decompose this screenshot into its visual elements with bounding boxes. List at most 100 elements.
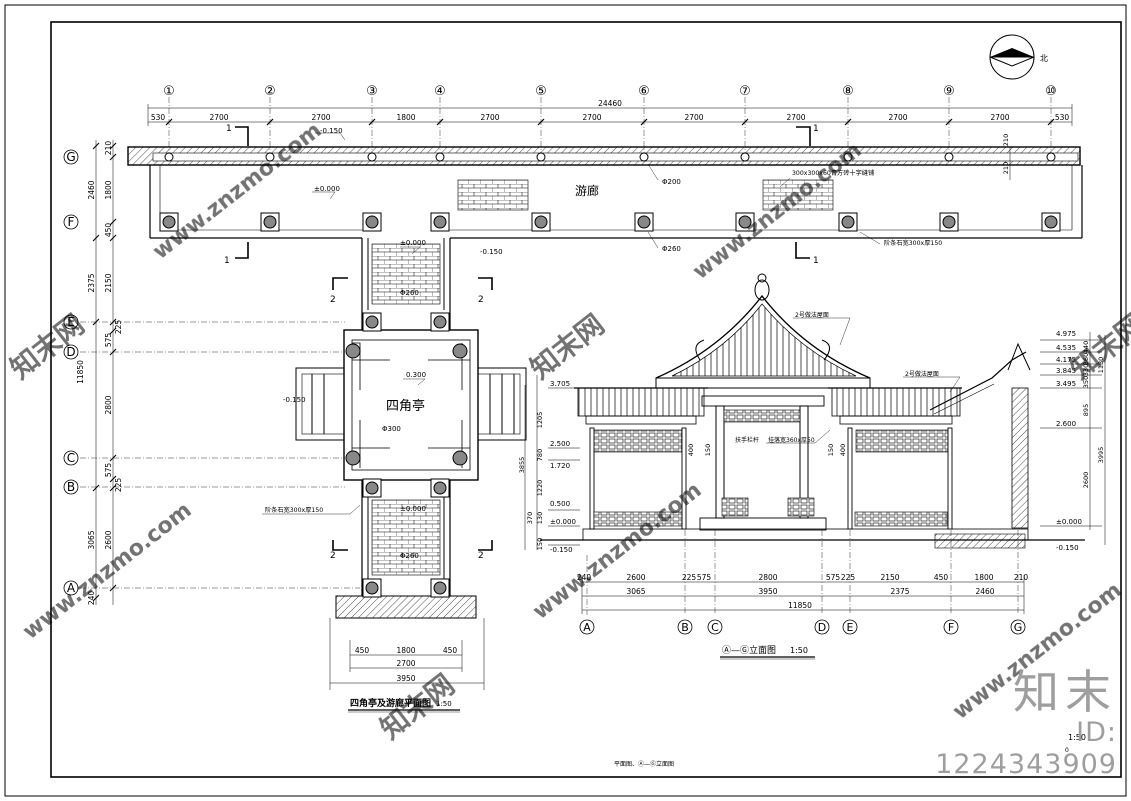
note: 300x300x60青方砖十字缝铺 [792,169,874,177]
level-tag: 2.600 [1056,420,1076,428]
dim: 1220 [536,480,544,497]
level-tag: 1.720 [550,462,570,470]
level-tag: ±0.000 [400,505,426,513]
axis-bubble: C [711,621,719,634]
dim: 1130 [1097,357,1105,374]
north-label: 北 [1040,54,1048,63]
axis-col-3: ③ [366,84,378,99]
axis-col-7: ⑦ [739,84,751,99]
axis-row-a: A [67,581,76,595]
section-mark: 2 [330,551,336,561]
axis-bubble: A [583,621,591,634]
column-row-f [159,212,1061,232]
annotation: 挂落宽360x厚50 [768,436,815,444]
dim: 1800 [974,573,993,582]
dim: 400 [687,444,695,456]
level-tag: ±0.000 [550,518,576,526]
level-tag: ±0.000 [1056,518,1082,526]
dim: 2700 [396,659,415,668]
dim: 450 [355,646,370,655]
dim: 3855 [518,457,526,474]
dim: 2375 [890,587,909,596]
level-tag: ±0.000 [400,239,426,247]
axis-col-9: ⑨ [943,84,955,99]
watermark-logo-large: 知末 [1013,665,1117,719]
dim: 575 [697,573,712,582]
dim: 2700 [209,113,228,122]
dim: 2600 [626,573,645,582]
note: 阶条石宽300x厚150 [884,239,942,247]
dim: 2600 [1082,472,1090,489]
dim: 3995 [1097,447,1105,464]
elevation-title: Ⓐ—Ⓖ立面图 [722,644,776,656]
north-arrow: 北 [989,34,1048,80]
watermark-id: ID: 1224343909 [935,717,1117,780]
dim: 1800 [396,646,415,655]
note: Φ260 [662,245,681,253]
dim: 1800 [396,113,415,122]
note: Φ300 [382,425,401,433]
level-tag: 4.175 [1056,356,1076,364]
dim: 2150 [104,273,113,292]
dim: 3065 [626,587,645,596]
corridor-label: 游廊 [575,183,599,198]
dim: 2700 [684,113,703,122]
dim: 895 [1082,404,1090,416]
dim: 225 [682,573,697,582]
watermark-logo: 知末网 [524,308,611,386]
dim: 2700 [786,113,805,122]
level-tag: 4.975 [1056,330,1076,338]
plan-title: 四角亭及游廊平面图 [350,697,431,709]
dim: 530 [1055,113,1070,122]
dim: 2150 [880,573,899,582]
level-tag: 3.705 [550,380,570,388]
axis-bubble: F [948,621,954,634]
dim: 2460 [87,180,96,199]
note: Φ200 [662,178,681,186]
note: 阶条石宽300x厚150 [265,506,323,514]
section-mark: 1 [813,256,819,266]
level-tag: 4.535 [1056,344,1076,352]
column-row-g [164,152,1056,162]
watermark-stamp: 知末 ID: 1224343909 [887,667,1117,781]
dim: 225 [114,478,123,493]
axis-row-c: C [67,451,75,465]
dim: 2700 [582,113,601,122]
dim: 3950 [396,674,415,683]
plan-scale: 1:50 [436,700,452,708]
column-pavilion [345,312,468,598]
dim: 11850 [788,601,812,610]
dim: 240 [87,591,96,606]
page-mark: 0 [1065,747,1069,754]
section-mark: 1 [813,124,819,134]
note: Φ260 [400,552,419,560]
dim: 2460 [975,587,994,596]
dim: 350 [1082,376,1090,388]
axis-col-8: ⑧ [842,84,854,99]
dim: 3950 [758,587,777,596]
annotation: 2号做法屋面 [795,311,829,319]
dim: 210 [1002,162,1010,174]
section-mark: 2 [478,295,484,305]
sheet-footer: 平面图、Ⓐ—Ⓖ立面图 [614,760,674,768]
outer-frame [4,4,1127,797]
dim: 225 [114,320,123,335]
section-mark: 2 [330,295,336,305]
axis-col-5: ⑤ [535,84,547,99]
level-tag: 3.845 [1056,367,1076,375]
axis-row-b: B [67,480,75,494]
axis-row-e: E [67,315,75,329]
axis-col-4: ④ [434,84,446,99]
dim: 530 [151,113,166,122]
dim: 780 [536,449,544,461]
annotation: 2号做法屋面 [905,370,939,378]
plan-overall-width: 24460 [598,99,622,108]
dim: 150 [827,444,835,456]
axis-bubble: B [681,621,689,634]
floor-plan: ① ② ③ ④ ⑤ ⑥ ⑦ ⑧ ⑨ ⑩ 24460 53 [63,84,1083,713]
dim: 450 [934,573,949,582]
dim: 2700 [990,113,1009,122]
dim: 11850 [76,360,85,384]
dim: 2600 [104,530,113,549]
axis-col-6: ⑥ [638,84,650,99]
